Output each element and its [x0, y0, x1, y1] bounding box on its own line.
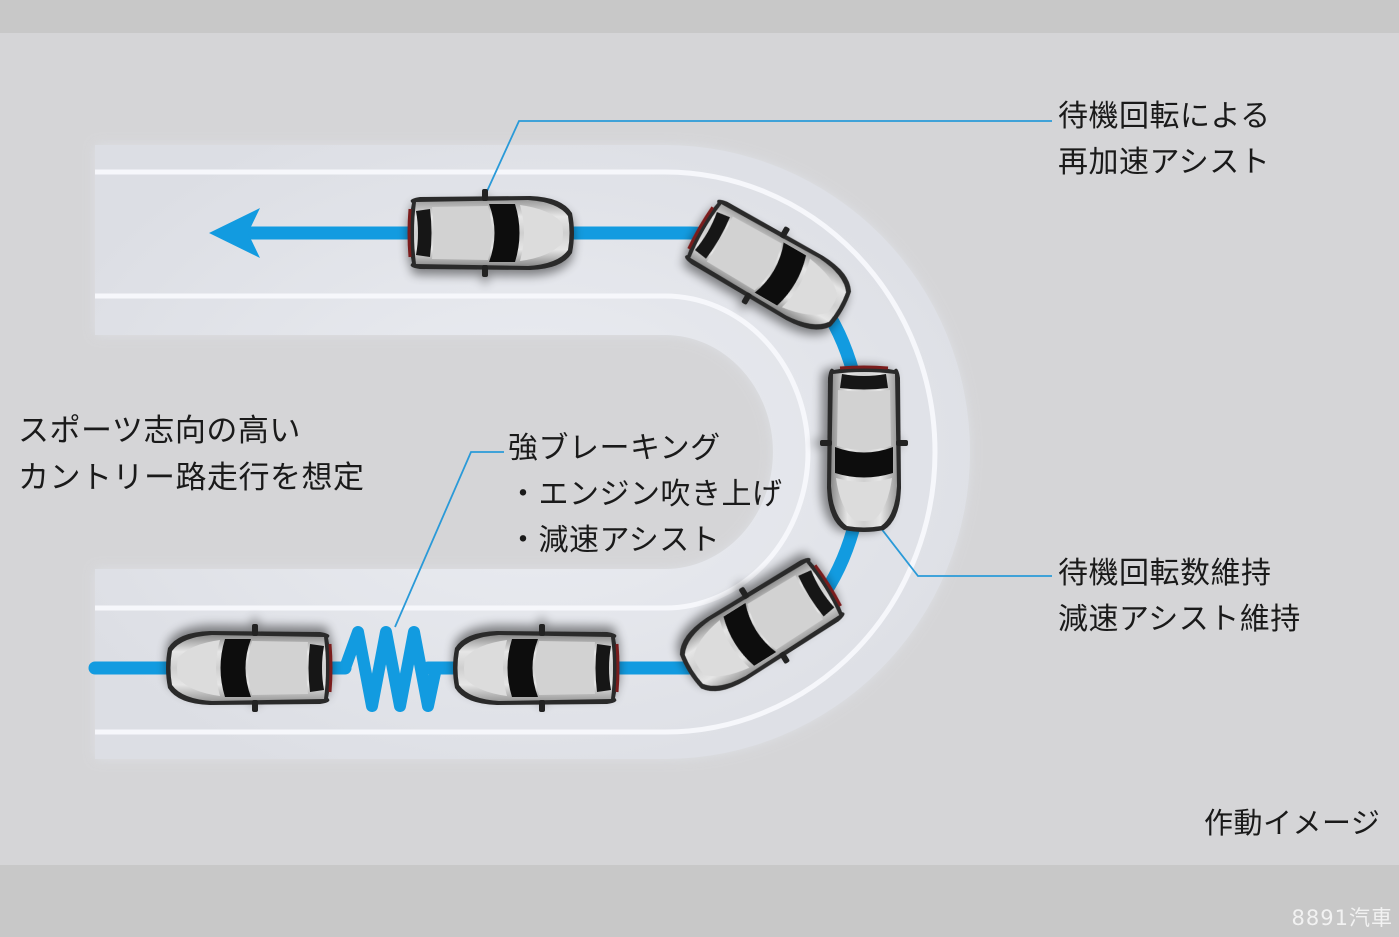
- diagram-caption: 作動イメージ: [1204, 806, 1381, 840]
- braking-spring-icon: [339, 626, 442, 712]
- car-icon: [407, 187, 576, 279]
- callout-braking-line-1: 強ブレーキング: [508, 431, 721, 466]
- scenario-description: スポーツ志向の高い カントリー路走行を想定: [18, 408, 365, 502]
- car-icon: [164, 622, 333, 714]
- callout-reaccel-line-1: 待機回転による: [1058, 99, 1271, 134]
- direction-arrow-icon: [209, 208, 260, 258]
- callout-maintain-line-2: 減速アシスト維持: [1058, 602, 1301, 637]
- callout-maintain: 待機回転数維持 減速アシスト維持: [1058, 551, 1301, 643]
- watermark: 8891汽車: [1291, 906, 1393, 930]
- callout-braking: 強ブレーキング ・エンジン吹き上げ ・減速アシスト: [508, 426, 783, 564]
- callout-reaccel-line-2: 再加速アシスト: [1058, 145, 1271, 180]
- callout-line-maintain: [879, 526, 1052, 577]
- callout-line-reaccel: [482, 120, 1052, 201]
- lane-line-inner: [95, 293, 811, 611]
- callout-reaccel: 待機回転による 再加速アシスト: [1058, 94, 1271, 186]
- scenario-line-2: カントリー路走行を想定: [18, 460, 365, 496]
- car-icon: [818, 365, 910, 534]
- car-icon: [451, 622, 620, 714]
- callout-braking-line-2: ・エンジン吹き上げ: [508, 477, 783, 512]
- scenario-line-1: スポーツ志向の高い: [18, 413, 301, 449]
- callout-line-braking: [394, 451, 504, 628]
- lane-line-outer: [95, 169, 938, 735]
- callout-braking-line-3: ・減速アシスト: [508, 523, 721, 558]
- callout-maintain-line-1: 待機回転数維持: [1058, 556, 1272, 591]
